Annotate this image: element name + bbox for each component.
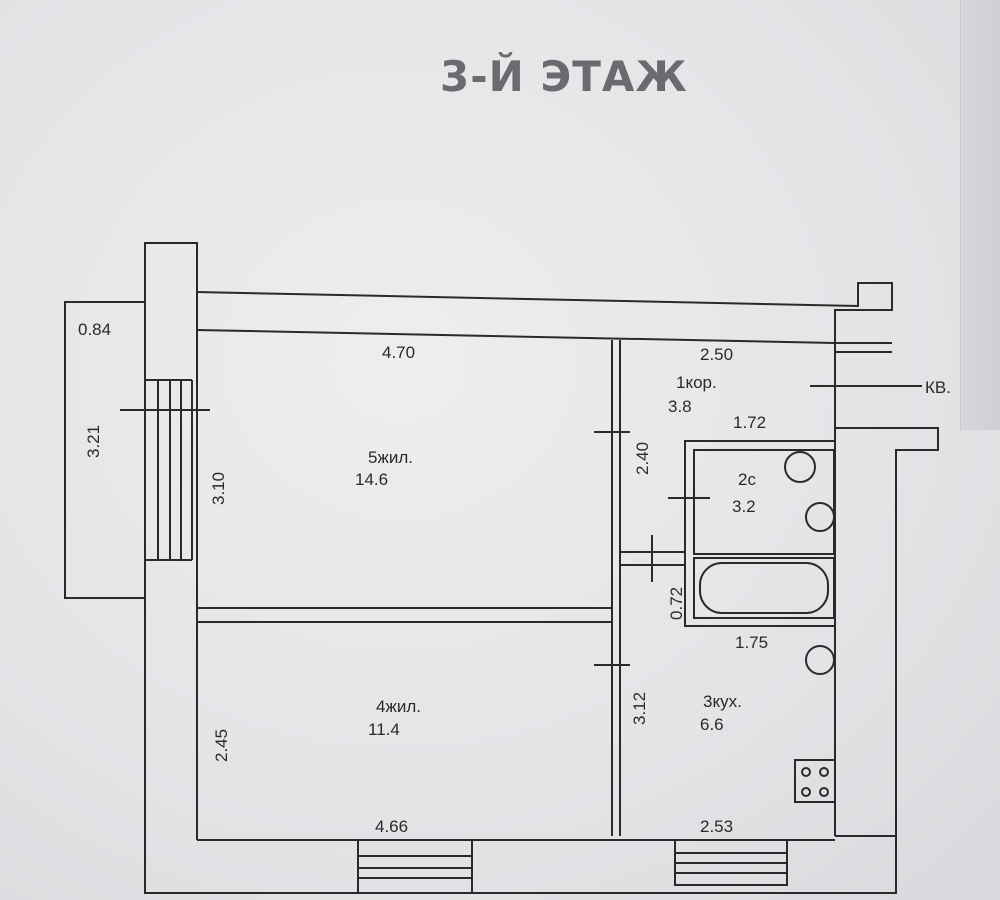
dim-kitchen-height: 3.12: [630, 692, 649, 725]
dim-room5-height: 3.10: [209, 472, 228, 505]
room5-area: 14.6: [355, 470, 388, 489]
window-bottom-right: [674, 839, 788, 886]
room4-name: 4жил.: [376, 697, 421, 716]
room4-area: 11.4: [368, 720, 400, 739]
room1-name: 1кор.: [676, 373, 717, 392]
floor-title: 3-Й ЭТАЖ: [440, 52, 688, 101]
balcony: [64, 301, 145, 599]
wc-room: [693, 449, 835, 555]
dim-room5-width: 4.70: [382, 343, 415, 362]
dim-bath-gap: 0.72: [667, 587, 686, 620]
window-bottom-left: [357, 839, 473, 894]
dim-balcony-side: 3.21: [84, 425, 103, 458]
dim-corridor-width: 2.50: [700, 345, 733, 364]
dim-bath-bottom: 1.75: [735, 633, 768, 652]
dim-balcony-top: 0.84: [78, 320, 111, 339]
dim-corridor-height: 2.40: [633, 442, 652, 475]
washbasin-icon: [805, 502, 835, 532]
room1-area: 3.8: [668, 397, 692, 416]
room5-name: 5жил.: [368, 448, 413, 467]
stove-icon: [794, 759, 836, 803]
bath-outer: [684, 440, 836, 627]
room3-name: 3кух.: [703, 692, 742, 711]
top-wall-inner: [196, 329, 836, 344]
stair-lines: [120, 379, 210, 561]
dim-kitchen-width: 2.53: [700, 817, 733, 836]
bath-room: [693, 557, 835, 619]
dim-room4-width: 4.66: [375, 817, 408, 836]
dim-room4-height: 2.45: [212, 729, 231, 762]
paper-edge: [960, 0, 1000, 430]
kitchen-sink-icon: [805, 645, 835, 675]
room3-area: 6.6: [700, 715, 724, 734]
room2-name: 2с: [738, 470, 756, 489]
room2-area: 3.2: [732, 497, 756, 516]
bathtub-icon: [699, 562, 829, 614]
apartment-label: КВ.: [925, 378, 951, 397]
dim-bath-width: 1.72: [733, 413, 766, 432]
toilet-icon: [784, 451, 816, 483]
